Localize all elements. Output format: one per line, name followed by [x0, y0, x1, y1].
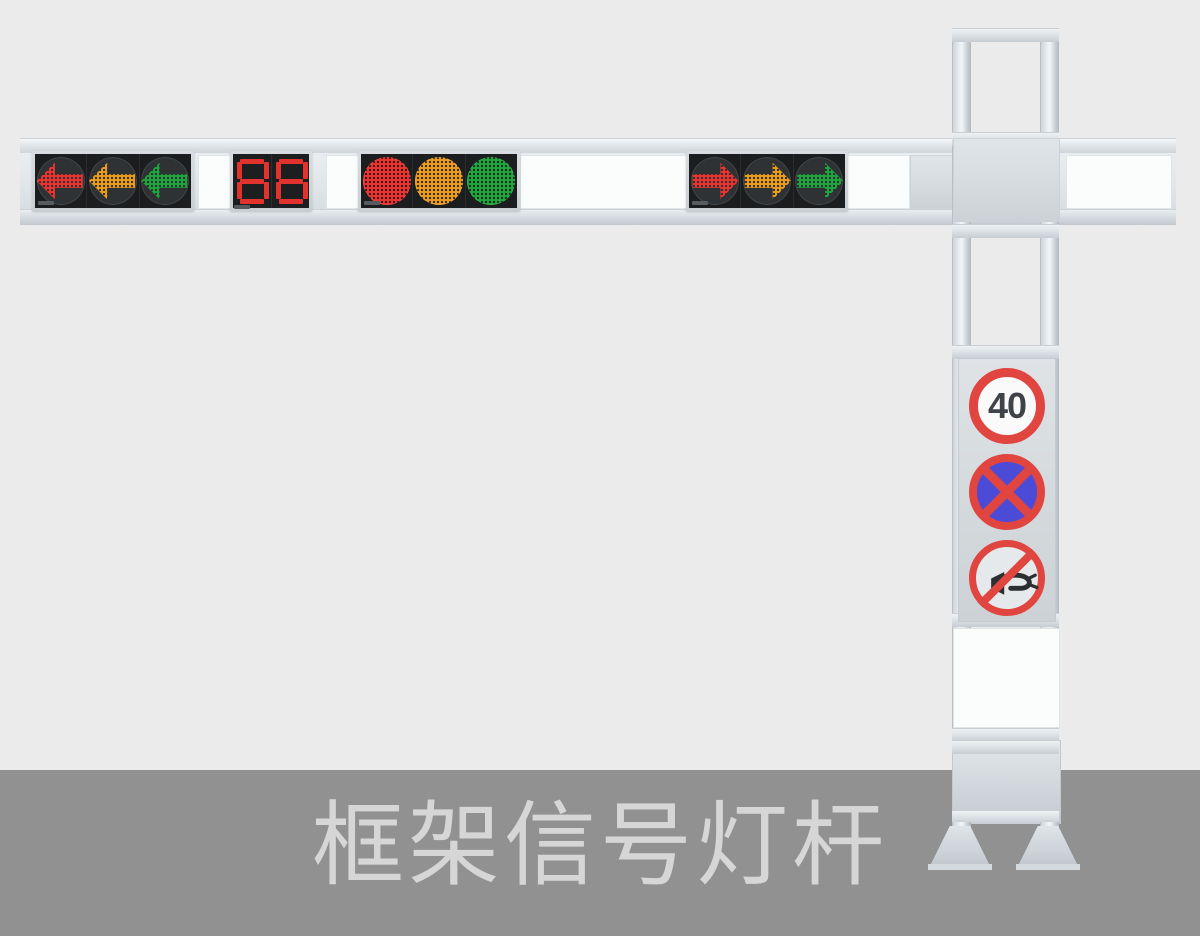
- speed-limit-sign[interactable]: 40: [959, 365, 1055, 447]
- no-honking-disc: [969, 540, 1045, 616]
- lens-amber: [414, 157, 463, 205]
- lens-amber: [88, 157, 137, 205]
- beam-blank-board: [520, 155, 688, 209]
- lens-red: [362, 157, 411, 205]
- lens-green: [141, 157, 190, 205]
- pole-rung: [952, 224, 1059, 238]
- beam-blank-board: [1066, 155, 1172, 209]
- countdown-timer[interactable]: 88: [230, 151, 312, 211]
- lamp-amber-right-arrow[interactable]: [741, 154, 794, 208]
- pole-foot-cap: [1016, 864, 1080, 870]
- lamp-red-left-arrow[interactable]: [35, 154, 88, 208]
- lamp-row: [689, 154, 845, 208]
- ball-signal-housing[interactable]: [358, 151, 520, 211]
- lens-green: [795, 157, 844, 205]
- no-stopping-sign[interactable]: [959, 451, 1055, 533]
- lamp-green-ball[interactable]: [465, 154, 517, 208]
- horn-icon: [991, 571, 1039, 595]
- left-turn-signal-housing[interactable]: [32, 151, 194, 211]
- countdown-digit-ones: [271, 154, 309, 208]
- lens-red: [36, 157, 85, 205]
- lamp-red-right-arrow[interactable]: [689, 154, 742, 208]
- lamp-label-plate: [364, 201, 380, 205]
- pole-rung: [952, 345, 1059, 359]
- lens-green: [467, 157, 516, 205]
- countdown-label-plate: [234, 205, 250, 209]
- beam-blank-board: [846, 155, 910, 209]
- lamp-amber-ball[interactable]: [413, 154, 466, 208]
- lamp-row: [35, 154, 191, 208]
- gantry-beam: 88: [20, 138, 1176, 225]
- sign-backer-panel: 40: [958, 358, 1056, 622]
- gantry-pole: 40: [928, 28, 1080, 870]
- no-honking-sign[interactable]: [959, 537, 1055, 619]
- lamp-amber-left-arrow[interactable]: [87, 154, 140, 208]
- beam-bottom-flange: [20, 209, 1176, 225]
- lamp-label-plate: [692, 201, 708, 205]
- pole-rung: [952, 810, 1059, 824]
- speed-limit-value: 40: [987, 385, 1027, 426]
- countdown-digits: [233, 154, 309, 208]
- countdown-digit-tens: [233, 154, 272, 208]
- no-stopping-disc: [969, 454, 1045, 530]
- lamp-row: [361, 154, 517, 208]
- lens-amber: [742, 157, 791, 205]
- beam-top-flange: [20, 138, 1176, 154]
- lamp-red-ball[interactable]: [361, 154, 414, 208]
- pole-rung: [952, 28, 1059, 42]
- lamp-green-left-arrow[interactable]: [139, 154, 191, 208]
- lamp-green-right-arrow[interactable]: [793, 154, 845, 208]
- right-turn-signal-housing[interactable]: [686, 151, 848, 211]
- speed-limit-disc: 40: [969, 368, 1045, 444]
- pole-infill-panel: [953, 138, 1060, 222]
- lens-red: [690, 157, 739, 205]
- page-caption: 框架信号灯杆: [311, 792, 888, 899]
- pole-rung: [952, 740, 1059, 754]
- pole-lower-blank-panel: [953, 628, 1060, 728]
- lamp-label-plate: [38, 201, 54, 205]
- pole-rung: [952, 728, 1059, 742]
- pole-foot-cap: [928, 864, 992, 870]
